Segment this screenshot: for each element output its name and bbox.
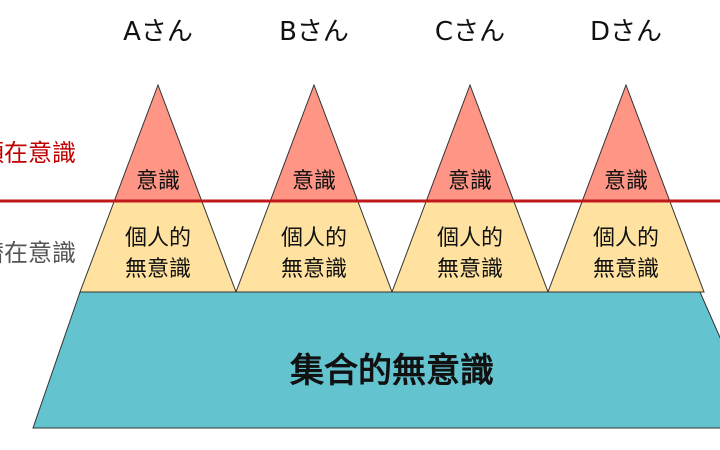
person-label: Bさん — [279, 17, 349, 47]
conscious-tip-label: 意識 — [136, 169, 180, 194]
personal-unconscious-label-line2: 無意識 — [281, 257, 347, 282]
personal-unconscious-label-line2: 無意識 — [593, 257, 659, 282]
personal-unconscious-label-line2: 無意識 — [437, 257, 503, 282]
subconscious-label: 潜在意識 — [0, 239, 76, 267]
conscious-tip-label: 意識 — [604, 169, 648, 194]
conscious-tip-label: 意識 — [292, 169, 336, 194]
person-label: Aさん — [123, 17, 193, 47]
collective-unconscious-label: 集合的無意識 — [289, 351, 494, 391]
personal-unconscious-label-line2: 無意識 — [125, 257, 191, 282]
person-label: Cさん — [435, 17, 505, 47]
personal-unconscious-label-line1: 個人的 — [437, 226, 503, 251]
person-label: Dさん — [590, 17, 662, 47]
personal-unconscious-label-line1: 個人的 — [281, 226, 347, 251]
personal-unconscious-label-line1: 個人的 — [593, 226, 659, 251]
conscious-label: 顕在意識 — [0, 139, 76, 167]
personal-unconscious-label-line1: 個人的 — [125, 226, 191, 251]
conscious-tip-label: 意識 — [448, 169, 492, 194]
